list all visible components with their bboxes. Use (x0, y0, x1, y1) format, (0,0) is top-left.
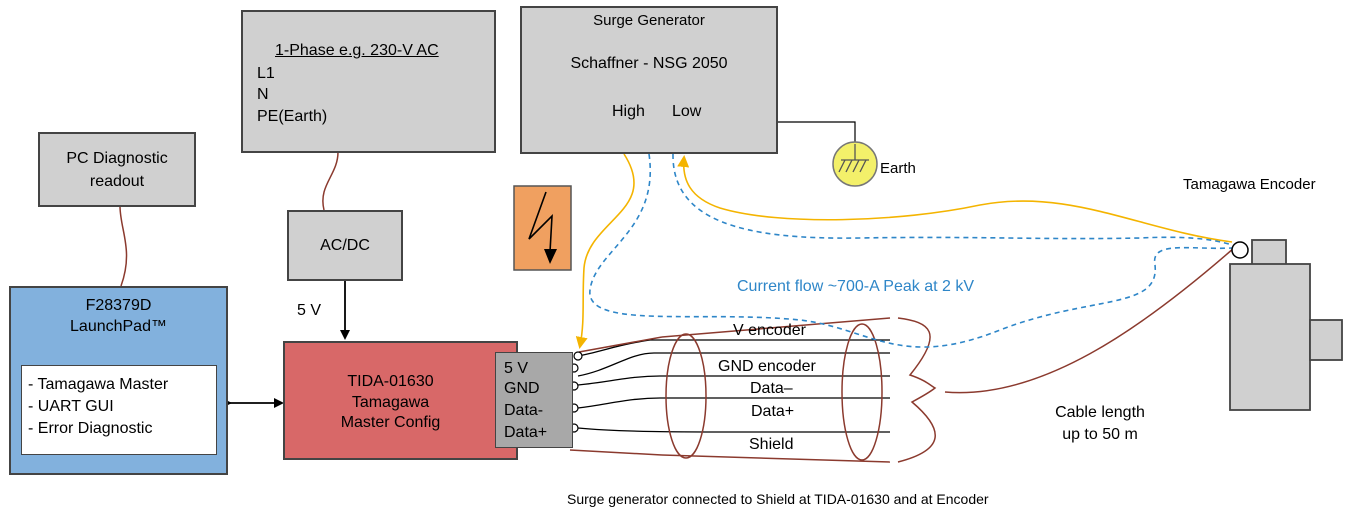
wire-label-gnd-encoder: GND encoder (718, 358, 816, 375)
launchpad-line1: F28379D (85, 297, 152, 314)
wire-label-data-plus: Data+ (751, 403, 795, 420)
launchpad-box: F28379D LaunchPad™ - Tamagawa Master - U… (9, 286, 228, 475)
acdc-label: AC/DC (320, 237, 370, 254)
surge-high-label: High (612, 103, 645, 120)
tida-line2: Tamagawa (351, 394, 430, 411)
feature-tamagawa-master: - Tamagawa Master (28, 376, 169, 393)
power-line-l1: L1 (257, 65, 275, 82)
launchpad-feature-list: - Tamagawa Master - UART GUI - Error Dia… (21, 365, 217, 455)
pin-data-plus-label: Data+ (504, 424, 548, 441)
current-flow-label: Current flow ~700-A Peak at 2 kV (737, 278, 975, 295)
surge-generator-box: Surge Generator Schaffner - NSG 2050 Hig… (520, 6, 778, 154)
feature-uart-gui: - UART GUI (28, 398, 114, 415)
tida-line3: Master Config (340, 414, 441, 431)
encoder-label: Tamagawa Encoder (1183, 176, 1316, 193)
surge-title: Surge Generator (593, 12, 705, 29)
shield-current-to-tida (575, 153, 635, 349)
tida-board-box: TIDA-01630 Tamagawa Master Config (283, 341, 518, 460)
surge-model: Schaffner - NSG 2050 (570, 55, 728, 72)
power-title: 1-Phase e.g. 230-V AC (275, 42, 439, 59)
wire-label-data-minus: Data– (750, 380, 793, 397)
cable-length-line1: Cable length (1055, 404, 1145, 421)
pin-gnd-label: GND (504, 380, 540, 397)
connector-block: 5 V GND Data- Data+ (495, 352, 573, 448)
pin-data-minus-label: Data- (504, 402, 544, 419)
footer-note: Surge generator connected to Shield at T… (567, 491, 989, 507)
lightning-bolt-icon (528, 191, 553, 253)
earth-label: Earth (880, 160, 916, 177)
earth-ground-icon (832, 141, 878, 187)
current-flow-path-a (589, 153, 1233, 348)
feature-error-diagnostic: - Error Diagnostic (28, 420, 153, 437)
shield-current-from-encoder (677, 155, 1233, 243)
pc-line2: readout (89, 173, 145, 190)
power-line-pe: PE(Earth) (257, 108, 328, 125)
launchpad-line2: LaunchPad™ (70, 318, 167, 335)
cable-length-line2: up to 50 m (1062, 426, 1138, 443)
power-line-n: N (257, 86, 269, 103)
pc-line1: PC Diagnostic (66, 150, 168, 167)
wire-label-v-encoder: V encoder (733, 322, 806, 339)
five-v-label: 5 V (297, 302, 322, 319)
encoder-shield-terminal (1231, 241, 1249, 259)
power-supply-box: 1-Phase e.g. 230-V AC L1 N PE(Earth) (241, 10, 496, 153)
wire-label-shield: Shield (749, 436, 794, 453)
current-flow-path-b (672, 153, 1233, 246)
pc-to-launchpad-wire (119, 205, 128, 287)
tida-line1: TIDA-01630 (347, 373, 434, 390)
surge-low-label: Low (672, 103, 702, 120)
pc-diagnostic-box: PC Diagnostic readout (38, 132, 196, 207)
cable-shield-outline (569, 247, 1235, 463)
pin-5v-label: 5 V (504, 360, 529, 377)
tamagawa-encoder-graphic (1229, 239, 1343, 411)
earth-ground-symbol (838, 144, 869, 173)
acdc-box: AC/DC (287, 210, 403, 281)
surge-pulse-icon (513, 185, 572, 271)
cable-wires (577, 339, 890, 433)
power-to-acdc-wire (322, 151, 339, 211)
